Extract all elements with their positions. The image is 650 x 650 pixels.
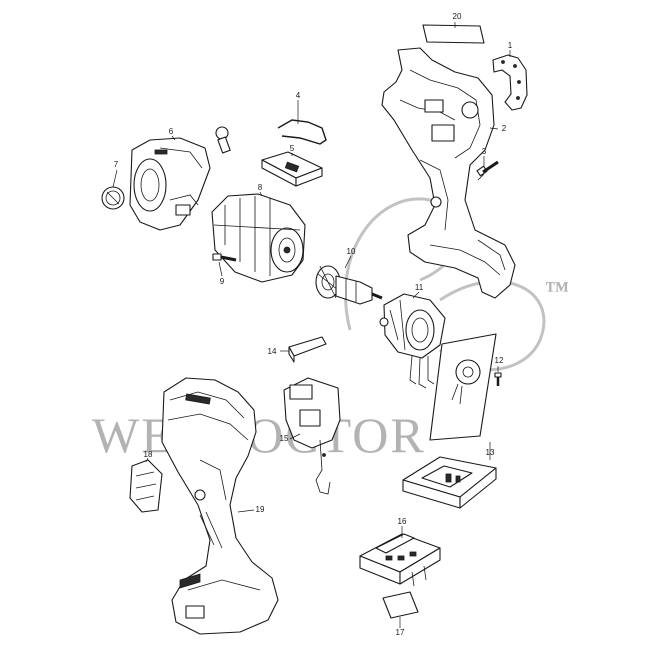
watermark-text: WEBDOCTOR xyxy=(92,407,426,463)
part-number-20: 20 xyxy=(453,12,462,21)
part-number-14: 14 xyxy=(268,347,277,356)
part-number-1: 1 xyxy=(508,41,513,50)
part-number-16: 16 xyxy=(398,517,407,526)
part-5-switch-plate xyxy=(261,151,323,187)
part-2-housing-right xyxy=(381,47,516,299)
part-16-terminal xyxy=(359,533,441,587)
part-number-10: 10 xyxy=(347,247,356,256)
part-6-gear-housing xyxy=(129,137,211,231)
part-number-11: 11 xyxy=(415,283,424,292)
part-10-rotor xyxy=(315,265,383,305)
part-17-label xyxy=(382,591,419,619)
part-6-bolt xyxy=(215,126,231,154)
part-15-switch xyxy=(283,377,341,495)
part-number-3: 3 xyxy=(482,147,487,156)
part-13-controller xyxy=(402,333,497,509)
part-8-motor-assembly xyxy=(211,193,306,283)
part-number-4: 4 xyxy=(296,91,301,100)
watermark-trademark: ™ xyxy=(545,278,569,304)
part-number-6: 6 xyxy=(169,127,174,136)
watermark: WEBDOCTOR ™ xyxy=(92,197,569,463)
part-number-2: 2 xyxy=(502,124,507,133)
part-9-screw xyxy=(212,253,237,262)
part-number-5: 5 xyxy=(290,144,295,153)
part-number-17: 17 xyxy=(396,628,405,637)
part-number-7: 7 xyxy=(114,160,119,169)
part-12-screw xyxy=(494,372,502,386)
part-number-9: 9 xyxy=(220,277,225,286)
part-numbers: 20 1 2 3 4 5 6 7 8 9 10 11 12 13 14 15 1… xyxy=(114,12,513,637)
part-4-spring xyxy=(277,119,327,145)
part-number-18: 18 xyxy=(144,450,153,459)
leader-lines xyxy=(112,22,511,628)
part-20-label-plate xyxy=(422,24,485,44)
part-number-15: 15 xyxy=(280,434,289,443)
part-1-clip xyxy=(492,54,528,111)
part-number-8: 8 xyxy=(258,183,263,192)
part-3-screw xyxy=(476,160,499,181)
part-number-12: 12 xyxy=(495,356,504,365)
part-14-switch-lever xyxy=(288,336,327,363)
part-19-housing-left xyxy=(161,377,279,635)
part-18-side-plate xyxy=(129,459,163,513)
part-11-stator xyxy=(379,293,446,389)
part-number-13: 13 xyxy=(486,448,495,457)
part-7-washer xyxy=(101,186,125,210)
part-number-19: 19 xyxy=(256,505,265,514)
